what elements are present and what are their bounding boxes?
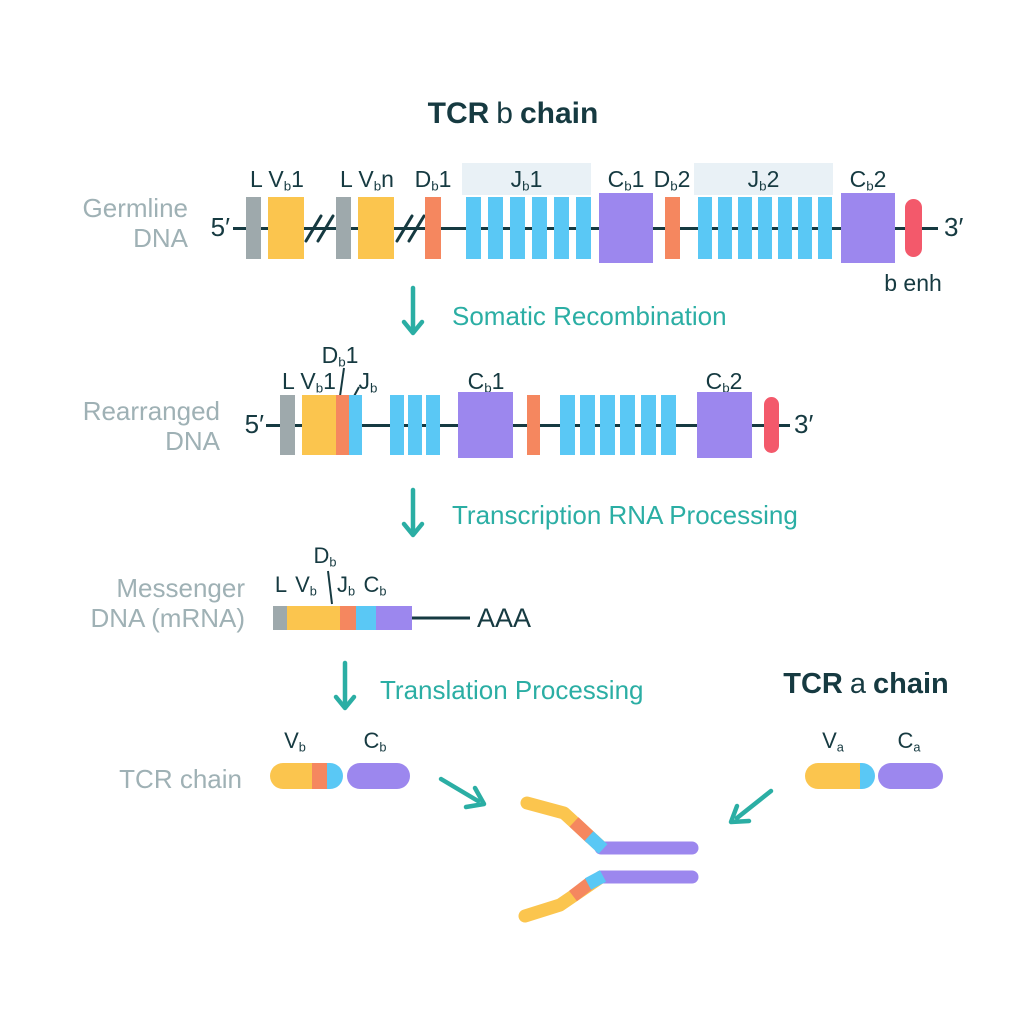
j-segment — [560, 395, 575, 455]
c-segment — [841, 193, 895, 263]
enhancer-element — [764, 397, 779, 453]
rearranged-row-label: Rearranged DNA — [82, 396, 220, 456]
rearranged-label-j: Jb — [358, 368, 378, 396]
receptor-lower-j-region — [584, 870, 607, 890]
germline-three-prime: 3′ — [944, 212, 964, 242]
v-segment — [358, 197, 394, 259]
c-segment — [458, 392, 513, 458]
j-segment — [466, 197, 481, 259]
germline-label-lvn: L Vbn — [340, 166, 394, 194]
j-segment — [778, 197, 792, 259]
mrna-label-l: L — [274, 572, 288, 597]
germline-label-j1: Jb1 — [510, 166, 543, 194]
beta-constant-pill — [347, 763, 410, 789]
beta-chain-to-receptor-arrow — [438, 776, 487, 810]
receptor-upper-d-region — [569, 817, 596, 843]
germline-row-label: Germline DNA — [82, 193, 188, 253]
j-segment — [554, 197, 569, 259]
alpha-c-label: Ca — [897, 728, 921, 755]
germline-label-lv1: L Vb1 — [250, 166, 304, 194]
receptor-lower-d-region — [569, 877, 594, 902]
receptor-upper-variable-arm — [520, 796, 608, 854]
d-segment — [340, 606, 356, 630]
germline-label-c2: Cb2 — [849, 166, 887, 194]
germline-label-d1: Db1 — [414, 166, 452, 194]
somatic-recombination-arrow — [401, 285, 425, 336]
j-segment — [758, 197, 772, 259]
j-segment — [580, 395, 595, 455]
j-segment — [488, 197, 503, 259]
leader-segment — [273, 606, 287, 630]
rearranged-three-prime: 3′ — [794, 409, 814, 439]
tcr-chain-row-label: TCR chain — [119, 764, 242, 794]
beta-v-label: Vb — [284, 728, 306, 755]
v-segment — [287, 606, 340, 630]
j-segment — [390, 395, 404, 455]
germline-five-prime: 5′ — [210, 212, 230, 242]
j-segment — [510, 197, 525, 259]
alpha-v-label: Va — [822, 728, 844, 755]
polya-tail-label: AAA — [477, 603, 532, 633]
j-segment — [818, 197, 832, 259]
j-segment — [426, 395, 440, 455]
c-segment — [376, 606, 412, 630]
transcription-arrow — [401, 487, 425, 538]
assembled-tcr-receptor — [518, 796, 699, 923]
enhancer-label: b enh — [884, 270, 942, 296]
germline-label-j2: Jb2 — [747, 166, 780, 194]
leader-segment — [246, 197, 261, 259]
j1-label-highlight — [462, 163, 591, 195]
leader-segment — [280, 395, 295, 455]
j-segment — [738, 197, 752, 259]
j-segment — [661, 395, 676, 455]
leader-segment — [336, 197, 351, 259]
j-segment — [718, 197, 732, 259]
rearranged-label-c1: Cb1 — [467, 368, 505, 396]
rearranged-label-lv1: L Vb1 — [282, 368, 336, 396]
d-segment — [665, 197, 680, 259]
mrna-row-label: Messenger DNA (mRNA) — [90, 573, 245, 633]
d-segment — [527, 395, 540, 455]
translation-label: Translation Processing — [380, 675, 644, 705]
rearranged-label-d1: Db1 — [321, 342, 359, 370]
j-segment — [576, 197, 591, 259]
alpha-chain-to-receptor-arrow — [728, 788, 774, 825]
germline-label-d2: Db2 — [653, 166, 691, 194]
v-segment — [268, 197, 304, 259]
receptor-lower-variable-arm — [518, 870, 608, 923]
j-segment — [356, 606, 376, 630]
enhancer-element — [905, 199, 922, 257]
j-segment — [408, 395, 422, 455]
v-segment — [302, 395, 336, 455]
j2-label-highlight — [694, 163, 833, 195]
rearranged-five-prime: 5′ — [244, 409, 264, 439]
j-segment — [698, 197, 712, 259]
c-segment — [697, 392, 752, 458]
j-segment — [620, 395, 635, 455]
mrna-label-v: Vb — [295, 572, 317, 599]
j-segment — [641, 395, 656, 455]
transcription-label: Transcription RNA Processing — [452, 500, 798, 530]
mrna-label-j: Jb — [336, 572, 356, 599]
j-segment — [349, 395, 362, 455]
j-segment — [798, 197, 812, 259]
d-segment — [425, 197, 441, 259]
c-segment — [599, 193, 653, 263]
alpha-variable-pill — [805, 763, 875, 789]
alpha-constant-pill — [878, 763, 943, 789]
somatic-recombination-label: Somatic Recombination — [452, 301, 727, 331]
receptor-upper-j-region — [584, 831, 608, 854]
mrna-label-c: Cb — [363, 572, 387, 599]
beta-c-label: Cb — [363, 728, 387, 755]
rearranged-label-c2: Cb2 — [705, 368, 743, 396]
j-segment — [532, 197, 547, 259]
mrna-label-d: Db — [313, 543, 337, 570]
germline-label-c1: Cb1 — [607, 166, 645, 194]
beta-variable-pill — [270, 763, 343, 789]
translation-arrow — [333, 660, 357, 711]
d-segment — [336, 395, 349, 455]
j-segment — [600, 395, 615, 455]
